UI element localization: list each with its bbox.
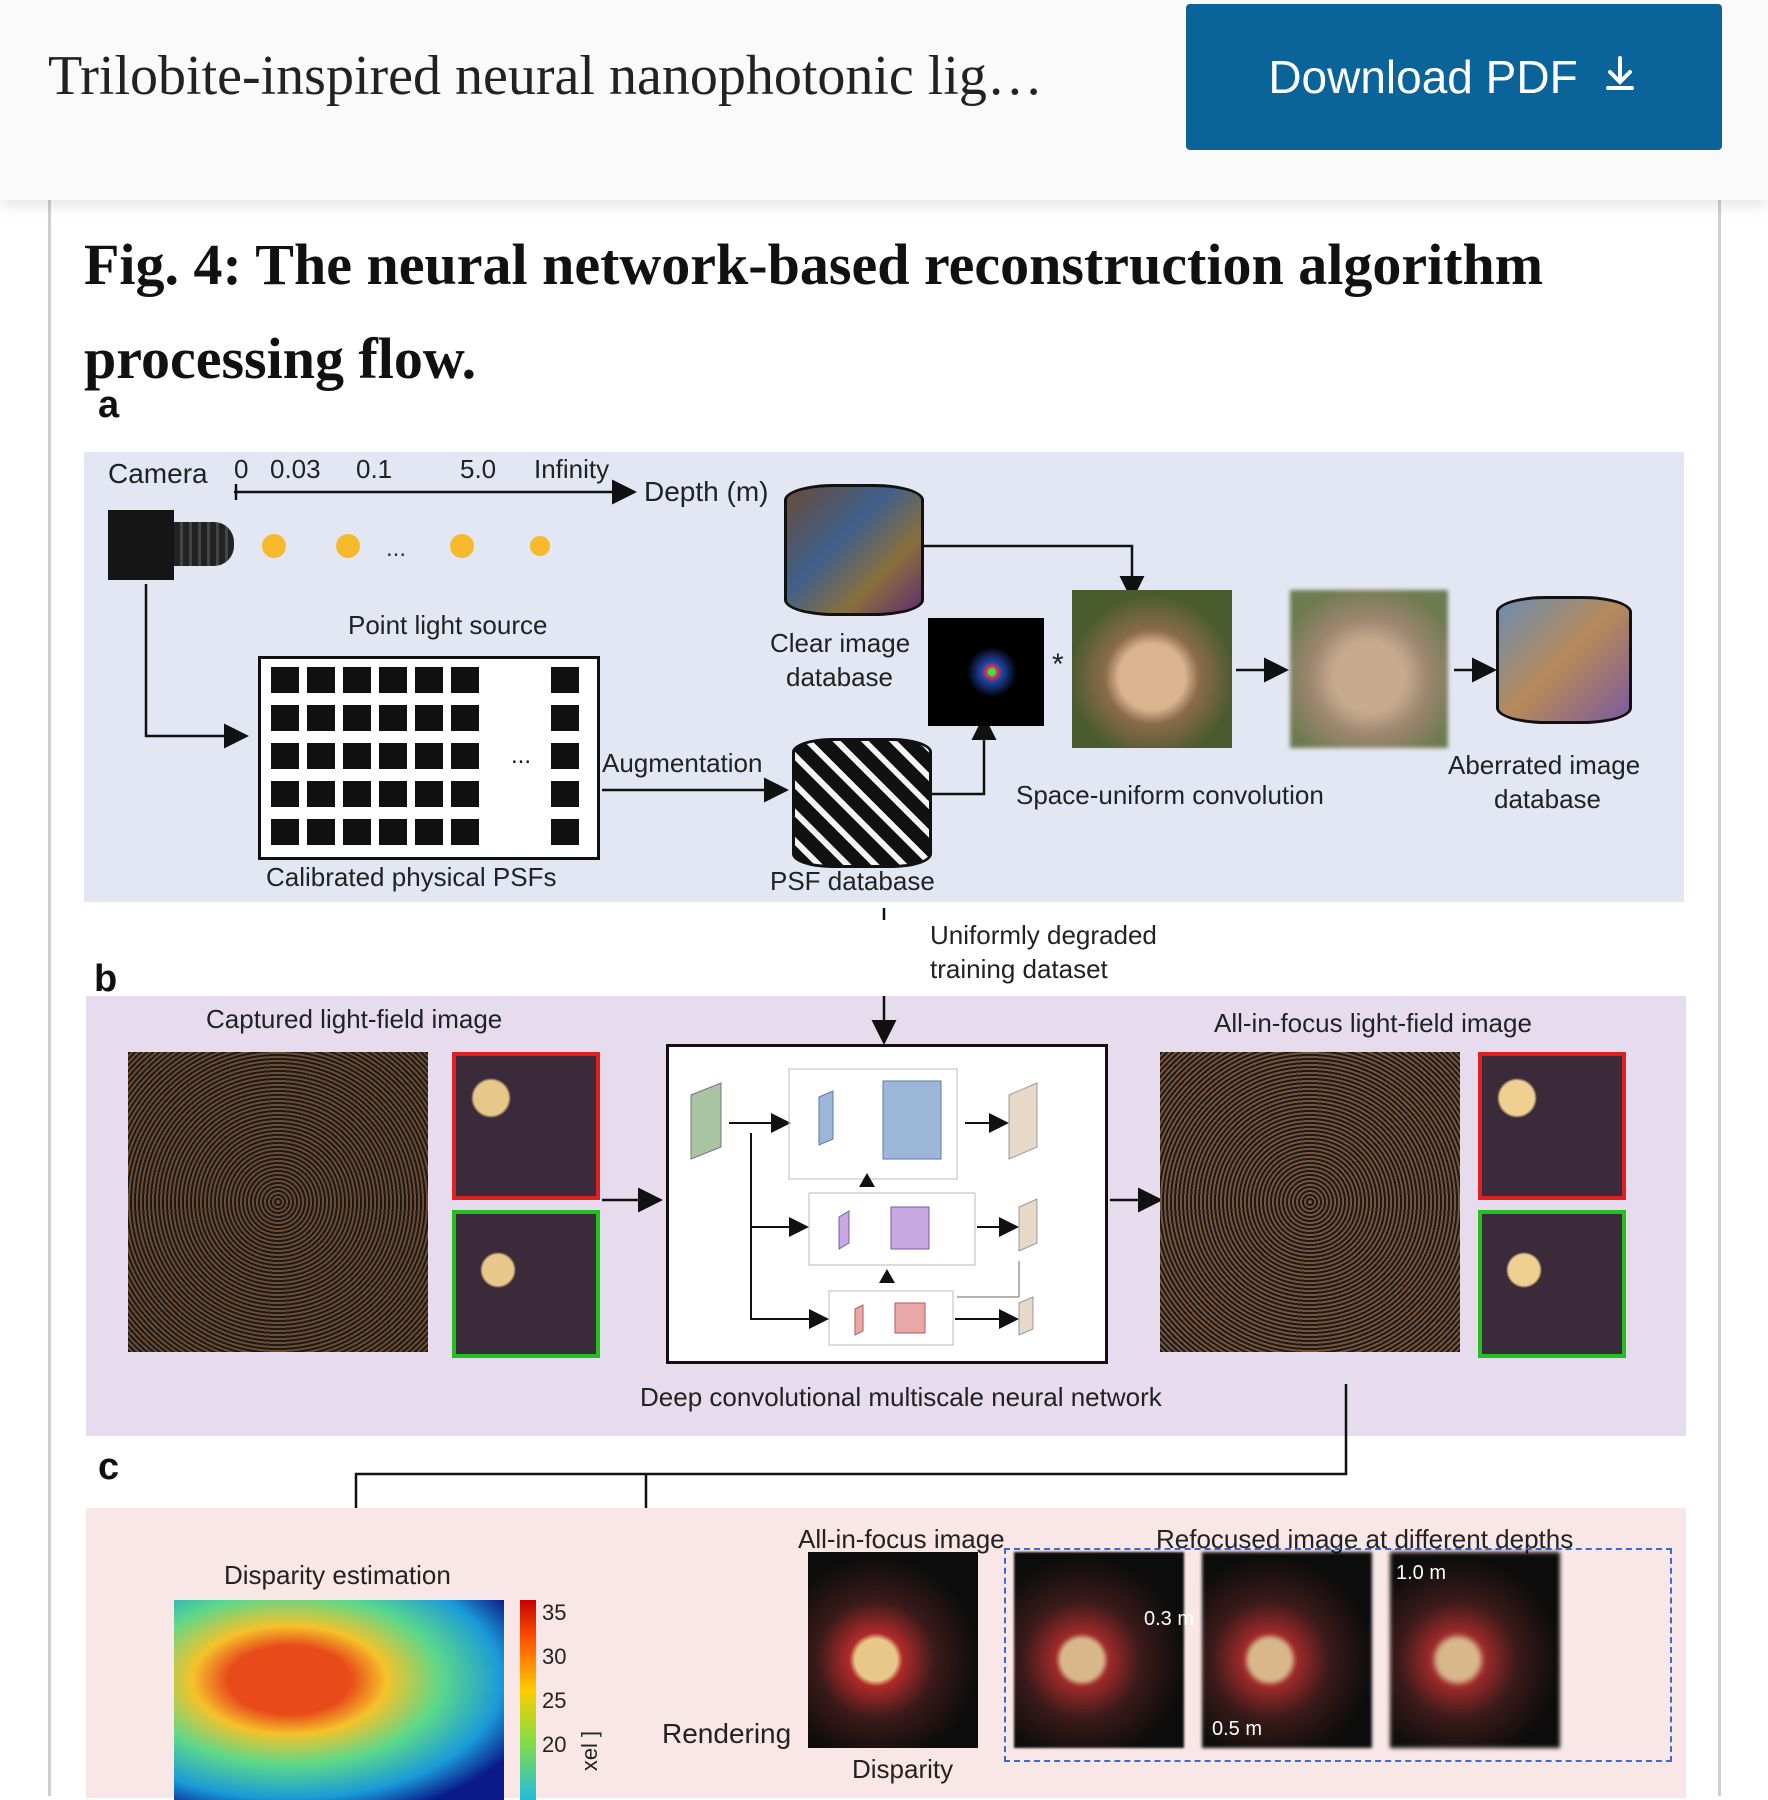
depth-tick-2: 0.1 <box>356 454 393 484</box>
panel-a-connectors <box>144 479 1497 920</box>
depth-mark-03: 0.3 m <box>1144 1608 1195 1630</box>
disparity-label: Disparity <box>852 1754 954 1784</box>
refocused-image-1 <box>1014 1552 1184 1748</box>
aberrated-database-cylinder <box>1496 596 1632 724</box>
figure-frame-right <box>1718 200 1721 1796</box>
aberrated-label-1: Aberrated image <box>1448 750 1641 780</box>
all-in-focus-label: All-in-focus image <box>798 1524 1005 1554</box>
network-label: Deep convolutional multiscale neural net… <box>640 1382 1162 1412</box>
disparity-map <box>174 1600 504 1800</box>
rendering-label: Rendering <box>662 1718 792 1749</box>
refocused-image-3 <box>1390 1552 1560 1748</box>
neural-network-diagram <box>666 1044 1108 1364</box>
figure-frame-left <box>48 200 51 1796</box>
degraded-label-1: Uniformly degraded <box>930 920 1157 950</box>
colorbar-tick-20: 20 <box>542 1732 567 1757</box>
figure-image[interactable]: a Camera 0 0.03 0.1 5.0 Infinity Depth (… <box>84 384 1686 1800</box>
figure-title: Fig. 4: The neural network-based reconst… <box>84 232 1544 391</box>
depth-tick-4: Infinity <box>534 454 610 484</box>
refocused-image-2 <box>1202 1552 1372 1748</box>
captured-lightfield-image <box>128 1052 428 1352</box>
disparity-est-label: Disparity estimation <box>224 1560 451 1590</box>
panel-b-letter: b <box>94 958 118 1000</box>
depth-mark-10: 1.0 m <box>1396 1562 1447 1584</box>
all-in-focus-image <box>808 1552 978 1748</box>
panel-b-connectors <box>602 996 1163 1213</box>
point-light-label: Point light source <box>348 610 548 640</box>
allinfocus-zoom-green <box>1478 1210 1626 1358</box>
convolution-label: Space-uniform convolution <box>1016 780 1324 810</box>
camera-icon <box>108 510 174 580</box>
depth-tick-0: 0 <box>234 454 249 484</box>
degraded-label-2: training dataset <box>930 954 1108 984</box>
colorbar-unit: xel ] <box>577 1730 603 1772</box>
colorbar-tick-25: 25 <box>542 1688 567 1713</box>
colorbar-tick-30: 30 <box>542 1644 567 1669</box>
svg-text:...: ... <box>511 742 531 769</box>
aberrated-label-2: database <box>1494 784 1601 814</box>
allinfocus-zoom-red <box>1478 1052 1626 1200</box>
point-light-sources: ... <box>252 512 552 582</box>
captured-zoom-green <box>452 1210 600 1358</box>
panel-a-letter: a <box>98 384 120 426</box>
all-in-focus-lf-label: All-in-focus light-field image <box>1214 1008 1532 1038</box>
camera-label: Camera <box>108 458 208 489</box>
convolution-symbol: * <box>1052 648 1064 681</box>
download-arrow-icon <box>1600 50 1640 104</box>
clear-db-label-2: database <box>786 662 893 692</box>
psf-sample-image <box>928 618 1044 726</box>
colorbar-tick-35: 35 <box>542 1600 567 1625</box>
colorbar <box>520 1600 536 1800</box>
download-pdf-button[interactable]: Download PDF <box>1186 4 1722 150</box>
psfs-label: Calibrated physical PSFs <box>266 862 557 892</box>
light-ellipsis: ... <box>386 535 406 562</box>
psf-database-cylinder <box>792 738 932 868</box>
depth-axis-label: Depth (m) <box>644 476 769 507</box>
cat-clear-image <box>1072 590 1232 748</box>
depth-tick-1: 0.03 <box>270 454 321 484</box>
clear-image-database-cylinder <box>784 484 924 616</box>
psf-db-label: PSF database <box>770 866 935 896</box>
download-pdf-label: Download PDF <box>1268 51 1578 103</box>
captured-label: Captured light-field image <box>206 1004 503 1034</box>
psf-grid: ... <box>258 656 600 860</box>
top-bar: Trilobite-inspired neural nanophotonic l… <box>0 0 1768 200</box>
panel-c-letter: c <box>98 1446 120 1488</box>
cat-aberrated-image <box>1290 590 1448 748</box>
augmentation-label: Augmentation <box>602 748 763 778</box>
article-title: Trilobite-inspired neural nanophotonic l… <box>48 45 1043 107</box>
depth-tick-3: 5.0 <box>460 454 497 484</box>
captured-zoom-red <box>452 1052 600 1200</box>
refocused-group <box>1004 1548 1672 1762</box>
camera-lens-icon <box>174 522 234 566</box>
clear-db-label-1: Clear image <box>770 628 911 658</box>
depth-mark-05: 0.5 m <box>1212 1718 1263 1740</box>
allinfocus-lightfield-image <box>1160 1052 1460 1352</box>
